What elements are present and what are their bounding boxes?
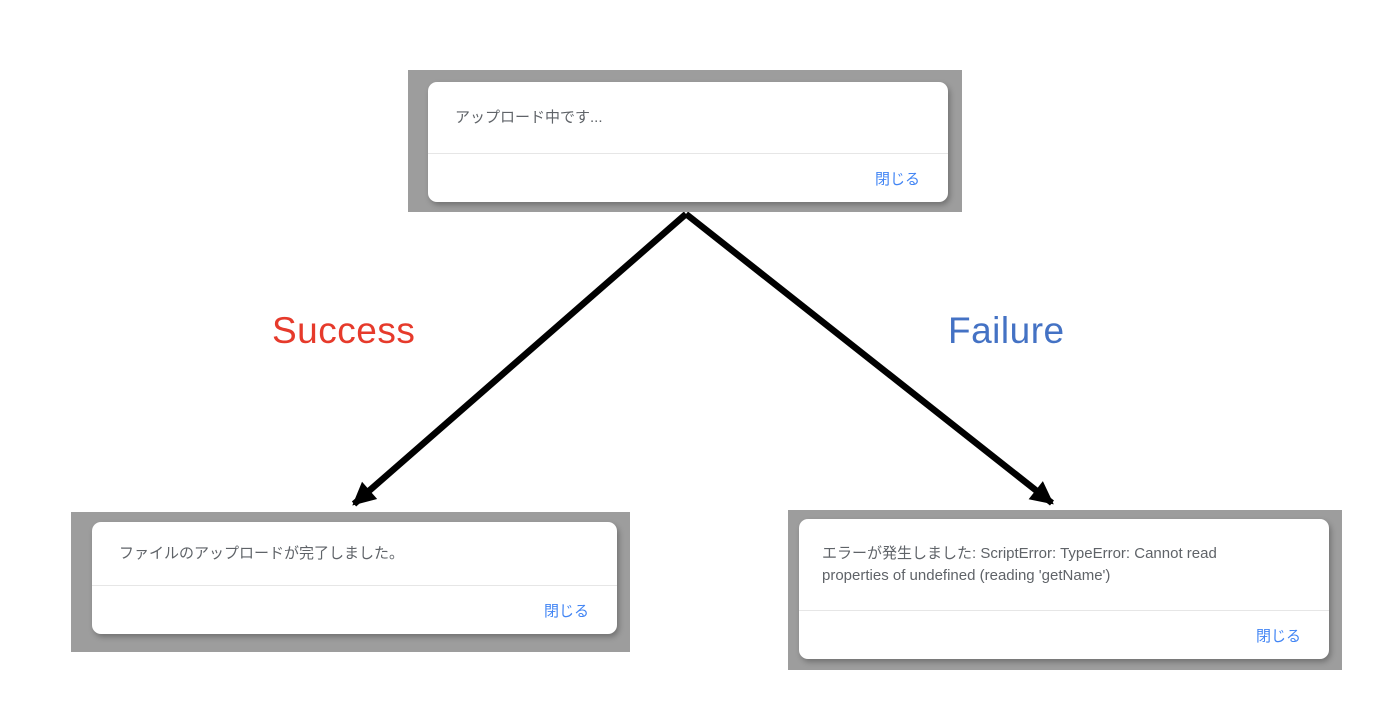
uploading-dialog-message: アップロード中です...	[455, 108, 603, 126]
success-dialog-message: ファイルのアップロードが完了しました。	[119, 544, 405, 562]
failure-close-button[interactable]: 閉じる	[1256, 625, 1301, 646]
failure-arrow	[683, 211, 1055, 506]
failure-dialog-actions: 閉じる	[799, 611, 1329, 659]
failure-branch-label: Failure	[948, 310, 1065, 351]
uploading-dialog-frame: アップロード中です... 閉じる	[408, 70, 962, 212]
uploading-dialog: アップロード中です... 閉じる	[428, 82, 948, 202]
success-dialog-frame: ファイルのアップロードが完了しました。 閉じる	[71, 512, 630, 652]
failure-dialog-frame: エラーが発生しました: ScriptError: TypeError: Cann…	[788, 510, 1342, 670]
success-dialog-actions: 閉じる	[92, 586, 617, 634]
failure-dialog-message: エラーが発生しました: ScriptError: TypeError: Cann…	[822, 544, 1217, 584]
uploading-close-button[interactable]: 閉じる	[875, 168, 920, 189]
success-arrow	[351, 211, 689, 507]
uploading-dialog-actions: 閉じる	[428, 154, 948, 202]
dialog-divider	[92, 585, 617, 586]
success-dialog: ファイルのアップロードが完了しました。 閉じる	[92, 522, 617, 634]
dialog-divider	[799, 610, 1329, 611]
failure-dialog: エラーが発生しました: ScriptError: TypeError: Cann…	[799, 519, 1329, 659]
success-close-button[interactable]: 閉じる	[544, 600, 589, 621]
dialog-divider	[428, 153, 948, 154]
success-branch-label: Success	[272, 310, 416, 351]
